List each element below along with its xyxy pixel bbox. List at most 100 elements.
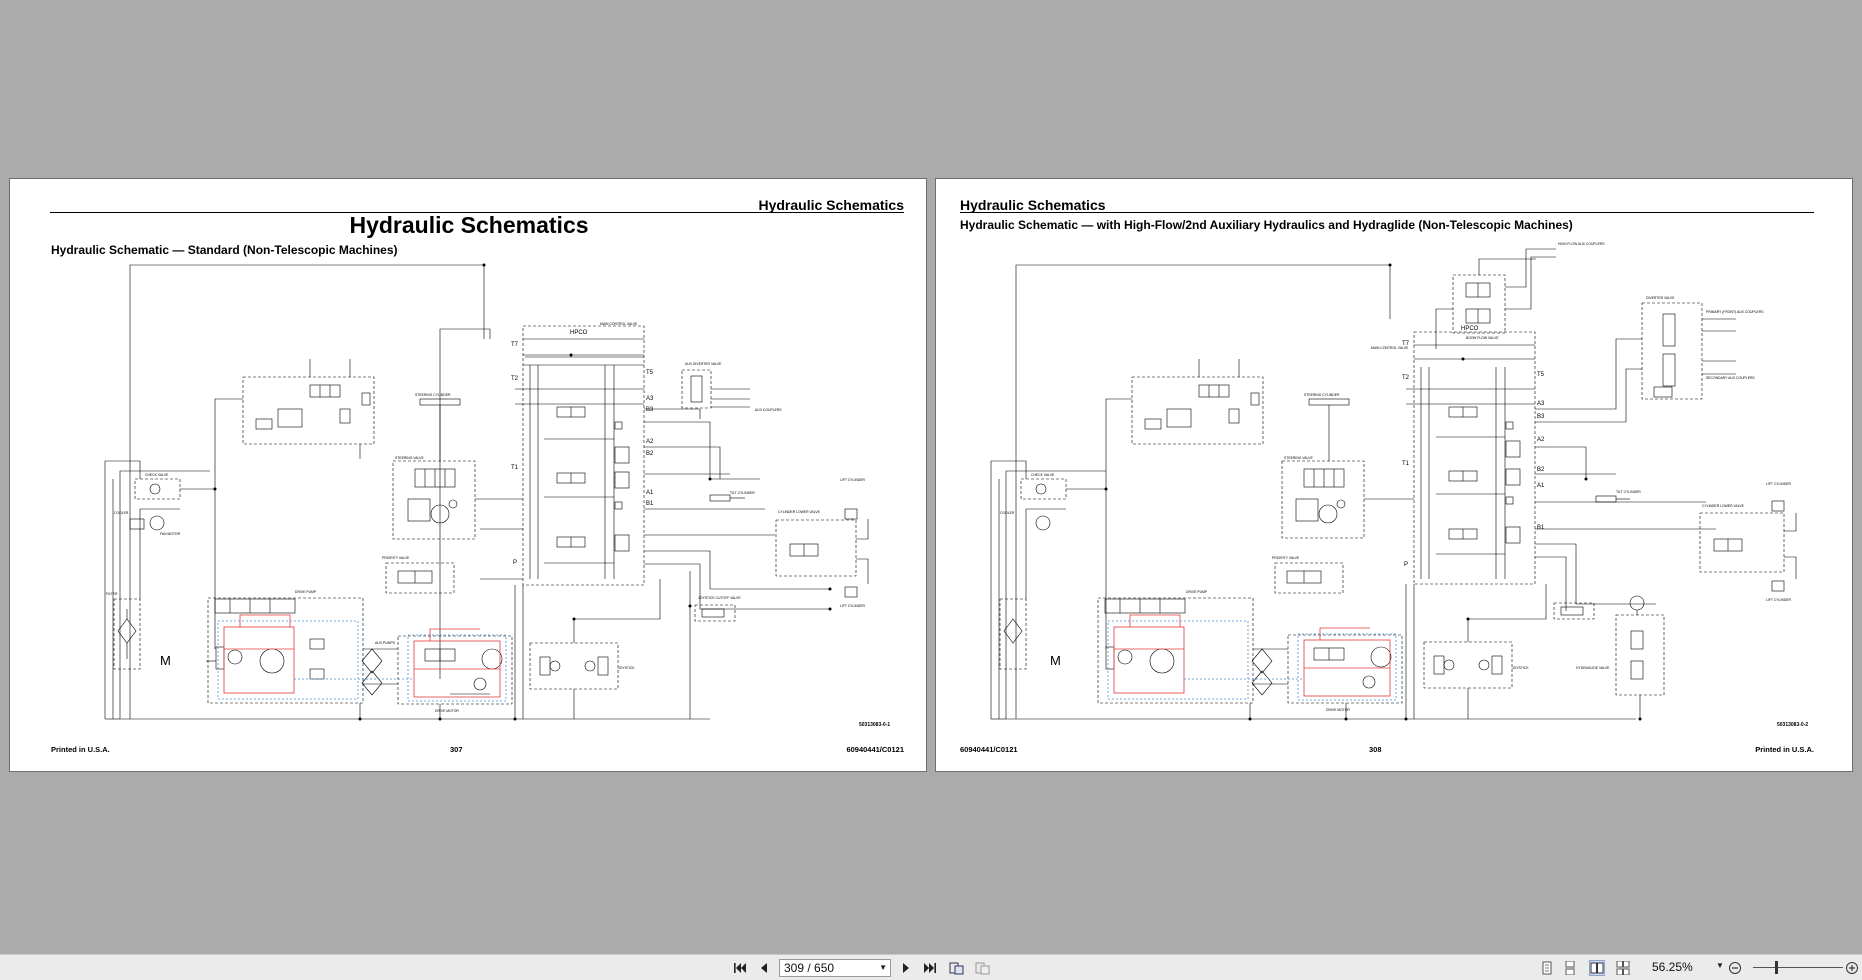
label-check-valve-r: CHECK VALVE — [1031, 473, 1055, 477]
page-title: Hydraulic Schematics — [349, 212, 589, 238]
continuous-view-button[interactable] — [1562, 960, 1578, 976]
doc-id-right: 50313083-0-2 — [1777, 722, 1809, 728]
hydraulic-schematic-high-flow: HPCO T7 T2 T1 T5 P A3 B3 A2 B2 A1 B1 M M… — [990, 242, 1797, 721]
label-drive-motor: DRIVE MOTOR — [435, 709, 459, 713]
label-joystick-cutoff: JOYSTICK CUTOFF VALVE — [698, 596, 741, 600]
facing-pages-icon — [1590, 962, 1604, 974]
label-hpco: HPCO — [570, 330, 588, 336]
zoom-out-button[interactable] — [1726, 960, 1744, 976]
single-page-view-button[interactable] — [1539, 960, 1555, 976]
zoom-slider-thumb[interactable] — [1775, 961, 1778, 974]
label-drive-motor-r: DRIVE MOTOR — [1326, 708, 1350, 712]
label-a1: A1 — [646, 490, 654, 496]
zoom-slider[interactable] — [1753, 967, 1843, 968]
forward-view-icon — [975, 962, 990, 975]
label-lift-cyl-bottom-r: LIFT CYLINDER — [1766, 598, 1792, 602]
label-steering-cyl-r: STEERING CYLINDER — [1304, 393, 1340, 397]
zoom-level[interactable]: 56.25% — [1652, 960, 1693, 974]
document-viewport[interactable]: HPCO T7 T2 T1 T5 P A3 B3 A2 B2 A1 B1 M M… — [0, 0, 1862, 954]
label-aux-diverter: AUX DIVERTER VALVE — [685, 362, 722, 366]
continuous-page-icon — [1565, 961, 1575, 975]
running-header-right: Hydraulic Schematics — [960, 197, 1106, 213]
hydraulic-schematic-standard: HPCO T7 T2 T1 T5 P A3 B3 A2 B2 A1 B1 M M… — [104, 263, 869, 721]
continuous-facing-icon — [1616, 961, 1630, 975]
footer-right: 60940441/C0121 — [846, 745, 904, 754]
single-page-icon — [1542, 961, 1552, 975]
zoom-in-button[interactable] — [1843, 960, 1861, 976]
label-t2-r: T2 — [1402, 375, 1410, 381]
label-motor-r: M — [1050, 653, 1061, 668]
label-t5: T5 — [646, 370, 654, 376]
footer-right-right: Printed in U.S.A. — [1755, 745, 1814, 754]
zoom-dropdown-icon[interactable]: ▼ — [1716, 961, 1724, 970]
go-back-button[interactable] — [948, 960, 966, 976]
label-joystick: JOYSTICK — [618, 666, 635, 670]
label-t7-r: T7 — [1402, 341, 1410, 347]
label-cooler-r: COOLER — [1000, 511, 1015, 515]
label-hpco-r: HPCO — [1461, 326, 1479, 332]
label-steering-valve: STEERING VALVE — [395, 456, 424, 460]
label-drive-pump-r: DRIVE PUMP — [1186, 590, 1208, 594]
previous-page-button[interactable] — [755, 960, 773, 976]
label-priority-valve: PRIORITY VALVE — [382, 556, 410, 560]
label-a2-r: A2 — [1537, 437, 1545, 443]
label-filter: FILTER — [106, 592, 118, 596]
label-b3-r: B3 — [1537, 414, 1545, 420]
label-a1-r: A1 — [1537, 483, 1545, 489]
label-boom-flow-valve: BOOM FLOW VALVE — [1466, 336, 1499, 340]
label-t1: T1 — [511, 465, 519, 471]
back-view-icon — [949, 962, 964, 975]
label-aux-couplers: AUX COUPLERS — [755, 408, 782, 412]
label-b1: B1 — [646, 501, 654, 507]
viewer-toolbar: 309 / 650 ▼ 56.25% ▼ — [0, 954, 1862, 980]
label-steering-cyl: STEERING CYLINDER — [415, 393, 451, 397]
header-rule-right — [960, 212, 1814, 213]
last-page-icon — [924, 963, 936, 973]
doc-id: 50313083-0-1 — [859, 722, 891, 728]
label-steering-valve-r: STEERING VALVE — [1284, 456, 1313, 460]
label-t1-r: T1 — [1402, 461, 1410, 467]
first-page-button[interactable] — [731, 960, 749, 976]
label-a2: A2 — [646, 439, 654, 445]
label-lower-valve-r: CYLINDER LOWER VALVE — [1702, 504, 1745, 508]
label-b1-r: B1 — [1537, 525, 1545, 531]
zoom-in-icon — [1846, 962, 1858, 974]
continuous-facing-view-button[interactable] — [1615, 960, 1631, 976]
previous-page-icon — [761, 963, 767, 973]
label-cooler: COOLER — [114, 511, 129, 515]
next-page-button[interactable] — [897, 960, 915, 976]
label-t7: T7 — [511, 342, 519, 348]
label-b2-r: B2 — [1537, 467, 1545, 473]
page-dropdown-icon[interactable]: ▼ — [879, 963, 887, 972]
footer-left: Printed in U.S.A. — [51, 745, 110, 754]
label-primary-couplers: PRIMARY (FRONT) AUX COUPLERS — [1706, 310, 1764, 314]
label-main-valve-r: MAIN CONTROL VALVE — [1371, 346, 1409, 350]
label-lift-cyl-top-r: LIFT CYLINDER — [1766, 482, 1792, 486]
label-priority-valve-r: PRIORITY VALVE — [1272, 556, 1300, 560]
document-page-308: HPCO T7 T2 T1 T5 P A3 B3 A2 B2 A1 B1 M M… — [935, 178, 1853, 772]
label-motor: M — [160, 653, 171, 668]
page-indicator: 309 / 650 — [784, 961, 835, 975]
label-t5-r: T5 — [1537, 372, 1545, 378]
running-header: Hydraulic Schematics — [758, 197, 904, 213]
label-joystick-r: JOYSTICK — [1512, 666, 1529, 670]
footer-left-right: 60940441/C0121 — [960, 745, 1018, 754]
label-check-valve: CHECK VALVE — [145, 473, 169, 477]
page-number-input[interactable]: 309 / 650 ▼ — [779, 959, 891, 977]
footer-page-number: 307 — [450, 745, 463, 754]
label-lower-valve: CYLINDER LOWER VALVE — [778, 510, 821, 514]
go-forward-button[interactable] — [974, 960, 992, 976]
facing-view-button[interactable] — [1589, 960, 1605, 976]
label-aux-pumps: AUX PUMPS — [375, 641, 396, 645]
schematic-subtitle-right: Hydraulic Schematic — with High-Flow/2nd… — [960, 218, 1573, 232]
footer-page-number-right: 308 — [1369, 745, 1382, 754]
label-drive-pump: DRIVE PUMP — [295, 590, 317, 594]
label-lift-cyl-bottom: LIFT CYLINDER — [840, 604, 866, 608]
label-a3-r: A3 — [1537, 401, 1545, 407]
last-page-button[interactable] — [921, 960, 939, 976]
label-secondary-couplers: SECONDARY AUX COUPLERS — [1706, 376, 1755, 380]
label-p-r: P — [1404, 562, 1408, 568]
label-tilt-cyl: TILT CYLINDER — [730, 491, 755, 495]
label-t2: T2 — [511, 376, 519, 382]
zoom-out-icon — [1729, 962, 1741, 974]
